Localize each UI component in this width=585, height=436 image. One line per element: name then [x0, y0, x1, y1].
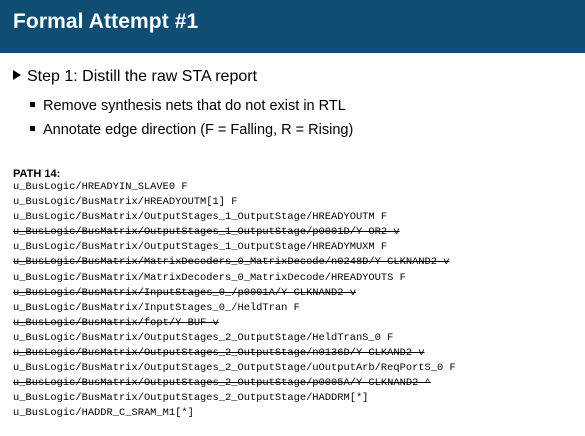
path-line-text: u_BusLogic/BusMatrix/OutputStages_1_Outp…	[13, 241, 388, 254]
path-line-text: u_BusLogic/BusMatrix/OutputStages_2_Outp…	[13, 331, 394, 344]
path-line-text: u_BusLogic/HADDR_C_SRAM_M1[*]	[13, 407, 194, 420]
path-line-text: u_BusLogic/BusMatrix/OutputStages_2_Outp…	[13, 347, 425, 360]
path-line-removed: u_BusLogic/BusMatrix/InputStages_0_/p000…	[13, 286, 456, 301]
path-line-text: u_BusLogic/BusMatrix/OutputStages_1_Outp…	[13, 226, 400, 239]
step-heading: Step 1: Distill the raw STA report	[13, 68, 257, 86]
path-line: u_BusLogic/BusMatrix/OutputStages_2_Outp…	[13, 361, 456, 376]
path-line-text: u_BusLogic/BusMatrix/OutputStages_2_Outp…	[13, 362, 456, 375]
path-line: u_BusLogic/HREADYIN_SLAVE0 F	[13, 180, 456, 195]
bullet-list: Remove synthesis nets that do not exist …	[30, 94, 353, 142]
square-bullet-icon	[30, 102, 35, 107]
slide-title: Formal Attempt #1	[13, 10, 199, 33]
bullet-item: Remove synthesis nets that do not exist …	[30, 94, 353, 118]
title-bar: Formal Attempt #1	[0, 0, 585, 53]
path-line-removed: u_BusLogic/BusMatrix/OutputStages_1_Outp…	[13, 225, 456, 240]
path-line-text: u_BusLogic/BusMatrix/MatrixDecoders_0_Ma…	[13, 271, 406, 284]
path-line: u_BusLogic/BusMatrix/OutputStages_2_Outp…	[13, 331, 456, 346]
triangle-bullet-icon	[13, 70, 21, 80]
path-line-removed: u_BusLogic/BusMatrix/fopt/Y BUF v	[13, 316, 456, 331]
path-line-text: u_BusLogic/BusMatrix/HREADYOUTM[1] F	[13, 196, 238, 209]
path-line: u_BusLogic/BusMatrix/OutputStages_2_Outp…	[13, 391, 456, 406]
path-line-removed: u_BusLogic/BusMatrix/OutputStages_2_Outp…	[13, 346, 456, 361]
bullet-item: Annotate edge direction (F = Falling, R …	[30, 118, 353, 142]
path-line-text: u_BusLogic/BusMatrix/OutputStages_2_Outp…	[13, 392, 369, 405]
path-line: u_BusLogic/BusMatrix/HREADYOUTM[1] F	[13, 195, 456, 210]
path-line-text: u_BusLogic/BusMatrix/InputStages_0_/Held…	[13, 301, 300, 314]
path-line-text: u_BusLogic/BusMatrix/OutputStages_1_Outp…	[13, 211, 388, 224]
path-list: u_BusLogic/HREADYIN_SLAVE0 F u_BusLogic/B…	[13, 180, 456, 422]
path-line: u_BusLogic/BusMatrix/InputStages_0_/Held…	[13, 301, 456, 316]
bullet-text: Annotate edge direction (F = Falling, R …	[43, 122, 354, 138]
path-line-removed: u_BusLogic/BusMatrix/OutputStages_2_Outp…	[13, 376, 456, 391]
path-line-text: u_BusLogic/BusMatrix/OutputStages_2_Outp…	[13, 377, 431, 390]
path-line-text: u_BusLogic/BusMatrix/InputStages_0_/p000…	[13, 286, 356, 299]
path-line: u_BusLogic/BusMatrix/OutputStages_1_Outp…	[13, 210, 456, 225]
path-line: u_BusLogic/BusMatrix/OutputStages_1_Outp…	[13, 240, 456, 255]
square-bullet-icon	[30, 126, 35, 131]
path-line-text: u_BusLogic/BusMatrix/MatrixDecoders_0_Ma…	[13, 256, 450, 269]
path-line: u_BusLogic/BusMatrix/MatrixDecoders_0_Ma…	[13, 271, 456, 286]
path-line: u_BusLogic/HADDR_C_SRAM_M1[*]	[13, 406, 456, 421]
step-text: Step 1: Distill the raw STA report	[27, 68, 258, 85]
path-line-removed: u_BusLogic/BusMatrix/MatrixDecoders_0_Ma…	[13, 255, 456, 270]
path-line-text: u_BusLogic/BusMatrix/fopt/Y BUF v	[13, 316, 219, 329]
path-line-text: u_BusLogic/HREADYIN_SLAVE0 F	[13, 181, 188, 193]
path-label: PATH 14:	[13, 168, 61, 180]
bullet-text: Remove synthesis nets that do not exist …	[43, 98, 346, 114]
